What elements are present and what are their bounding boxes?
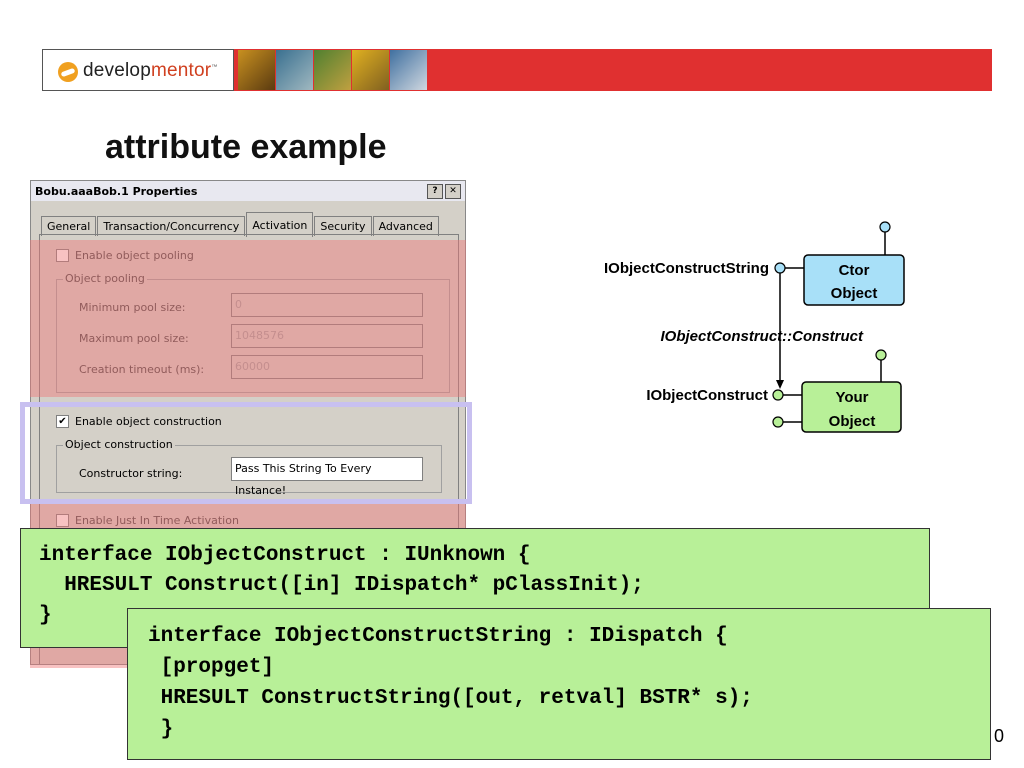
tab-activation[interactable]: Activation — [246, 212, 314, 237]
code-line: } — [148, 718, 174, 741]
construction-highlight-frame — [20, 402, 472, 504]
iface-construct-string-label: IObjectConstructString — [604, 260, 769, 277]
thumbnail-image — [352, 50, 389, 90]
your-top-lollipop — [875, 349, 887, 361]
your-object-box — [801, 381, 902, 433]
thumbnail-image — [390, 50, 427, 90]
dialog-title-bar: Bobu.aaaBob.1 Properties ? ✕ — [31, 181, 465, 201]
help-button[interactable]: ? — [427, 184, 443, 199]
your-left-lollipop2 — [772, 416, 784, 428]
activation-panel — [39, 234, 459, 664]
ctor-object-line1: Ctor — [839, 262, 870, 279]
code-line: interface IObjectConstruct : IUnknown { — [39, 544, 531, 567]
code-line: [propget] — [148, 656, 275, 679]
iface-construct-label: IObjectConstruct — [646, 387, 768, 404]
enable-pooling-checkbox[interactable] — [56, 249, 69, 262]
tab-transaction[interactable]: Transaction/Concurrency — [97, 216, 246, 236]
max-pool-label: Maximum pool size: — [79, 332, 189, 345]
ctor-object-box — [803, 254, 905, 306]
code-line: interface IObjectConstructString : IDisp… — [148, 625, 728, 648]
dialog-title: Bobu.aaaBob.1 Properties — [35, 184, 198, 198]
thumbnail-image — [314, 50, 351, 90]
ctor-left-lollipop — [774, 262, 786, 274]
slide-title: attribute example — [105, 128, 387, 166]
ctor-object-line2: Object — [831, 285, 878, 302]
code-line: HRESULT Construct([in] IDispatch* pClass… — [39, 574, 644, 597]
close-button[interactable]: ✕ — [445, 184, 461, 199]
code-line: } — [39, 604, 52, 627]
thumbnail-image — [238, 50, 275, 90]
code-line: HRESULT ConstructString([out, retval] BS… — [148, 687, 753, 710]
max-pool-field[interactable]: 1048576 — [231, 324, 423, 348]
tab-general[interactable]: General — [41, 216, 97, 236]
your-object-line1: Your — [835, 389, 868, 406]
ctor-top-lollipop — [879, 221, 891, 233]
pooling-group-label: Object pooling — [63, 272, 147, 285]
timeout-label: Creation timeout (ms): — [79, 363, 205, 376]
object-construction-diagram: Ctor Object IObjectConstructString IObje… — [604, 221, 905, 433]
min-pool-label: Minimum pool size: — [79, 301, 186, 314]
enable-pooling-row[interactable]: Enable object pooling — [56, 249, 194, 262]
min-pool-field[interactable]: 0 — [231, 293, 423, 317]
developmentor-logo: developmentor™ — [42, 49, 234, 91]
pooling-highlight — [30, 240, 466, 397]
enable-construction-checkbox[interactable]: ✔ — [56, 415, 69, 428]
construct-call-label: IObjectConstruct::Construct — [661, 328, 865, 345]
enable-pooling-label: Enable object pooling — [75, 249, 194, 262]
pooling-group: Object pooling — [56, 272, 450, 393]
sun-icon — [58, 62, 78, 82]
page-number: 0 — [994, 726, 1005, 746]
construct-call-arrowhead — [776, 380, 784, 389]
header-thumbnails — [238, 50, 428, 90]
enable-jit-row[interactable]: Enable Just In Time Activation — [56, 514, 239, 527]
enable-construction-label: Enable object construction — [75, 415, 222, 428]
enable-construction-row[interactable]: ✔ Enable object construction — [56, 415, 222, 428]
enable-jit-label: Enable Just In Time Activation — [75, 514, 239, 527]
logo-text: developmentor™ — [83, 60, 218, 81]
ctor-string-label: Constructor string: — [79, 467, 183, 480]
construction-group-label: Object construction — [63, 438, 175, 451]
iobjectconstructstring-code-box: interface IObjectConstructString : IDisp… — [127, 608, 991, 760]
your-left-lollipop1 — [772, 389, 784, 401]
timeout-field[interactable]: 60000 — [231, 355, 423, 379]
enable-jit-checkbox[interactable] — [56, 514, 69, 527]
ctor-string-field[interactable]: Pass This String To Every Instance! — [231, 457, 423, 497]
tab-security[interactable]: Security — [314, 216, 372, 236]
thumbnail-image — [276, 50, 313, 90]
your-object-line2: Object — [829, 413, 876, 430]
construction-group: Object construction — [56, 438, 442, 493]
tab-advanced[interactable]: Advanced — [372, 216, 439, 236]
tab-strip: General Transaction/Concurrency Activati… — [41, 211, 440, 237]
